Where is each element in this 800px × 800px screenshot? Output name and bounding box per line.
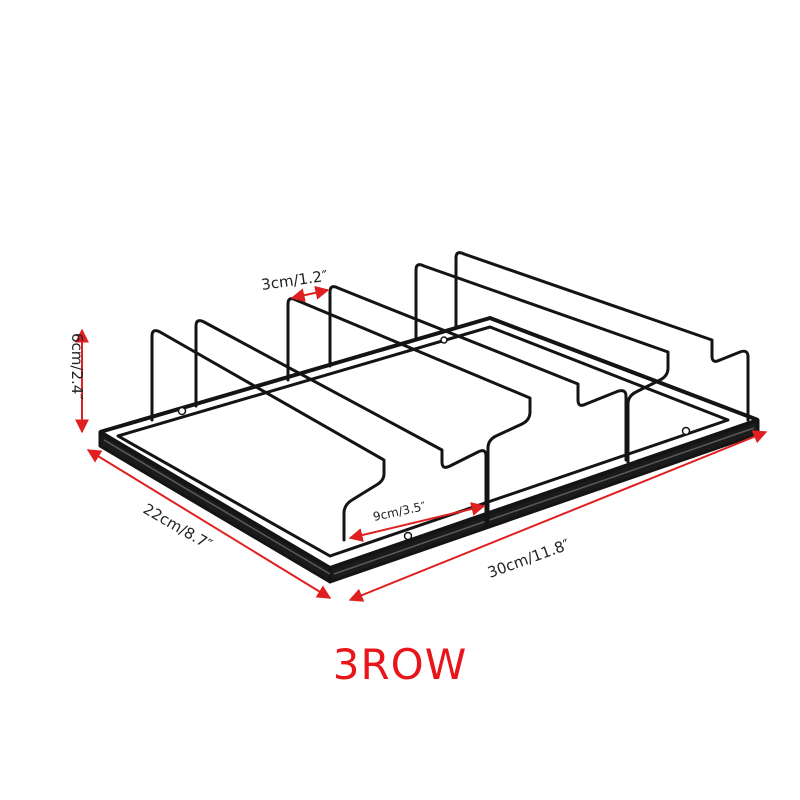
- rail-row-1-back: [194, 319, 488, 530]
- slot-label: 9cm/3.5″: [372, 499, 428, 524]
- rail-row-2-front: [286, 297, 532, 528]
- width-label: 30cm/11.8″: [485, 535, 572, 581]
- caption-3row: 3ROW: [332, 640, 468, 689]
- gap-arrow: [290, 285, 330, 303]
- gap-label: 3cm/1.2″: [260, 267, 329, 294]
- width-arrow: [348, 430, 768, 602]
- rail-row-2-back: [328, 285, 628, 462]
- height-label: 6cm/2.4″: [68, 333, 86, 400]
- dimension-arrows: [75, 285, 768, 602]
- rack-rails: [150, 251, 750, 542]
- rail-row-1-front: [150, 329, 386, 542]
- rail-row-3-front: [414, 263, 670, 464]
- screw-holes: [177, 336, 691, 541]
- depth-arrow: [86, 449, 332, 599]
- rail-row-3-back: [454, 251, 750, 422]
